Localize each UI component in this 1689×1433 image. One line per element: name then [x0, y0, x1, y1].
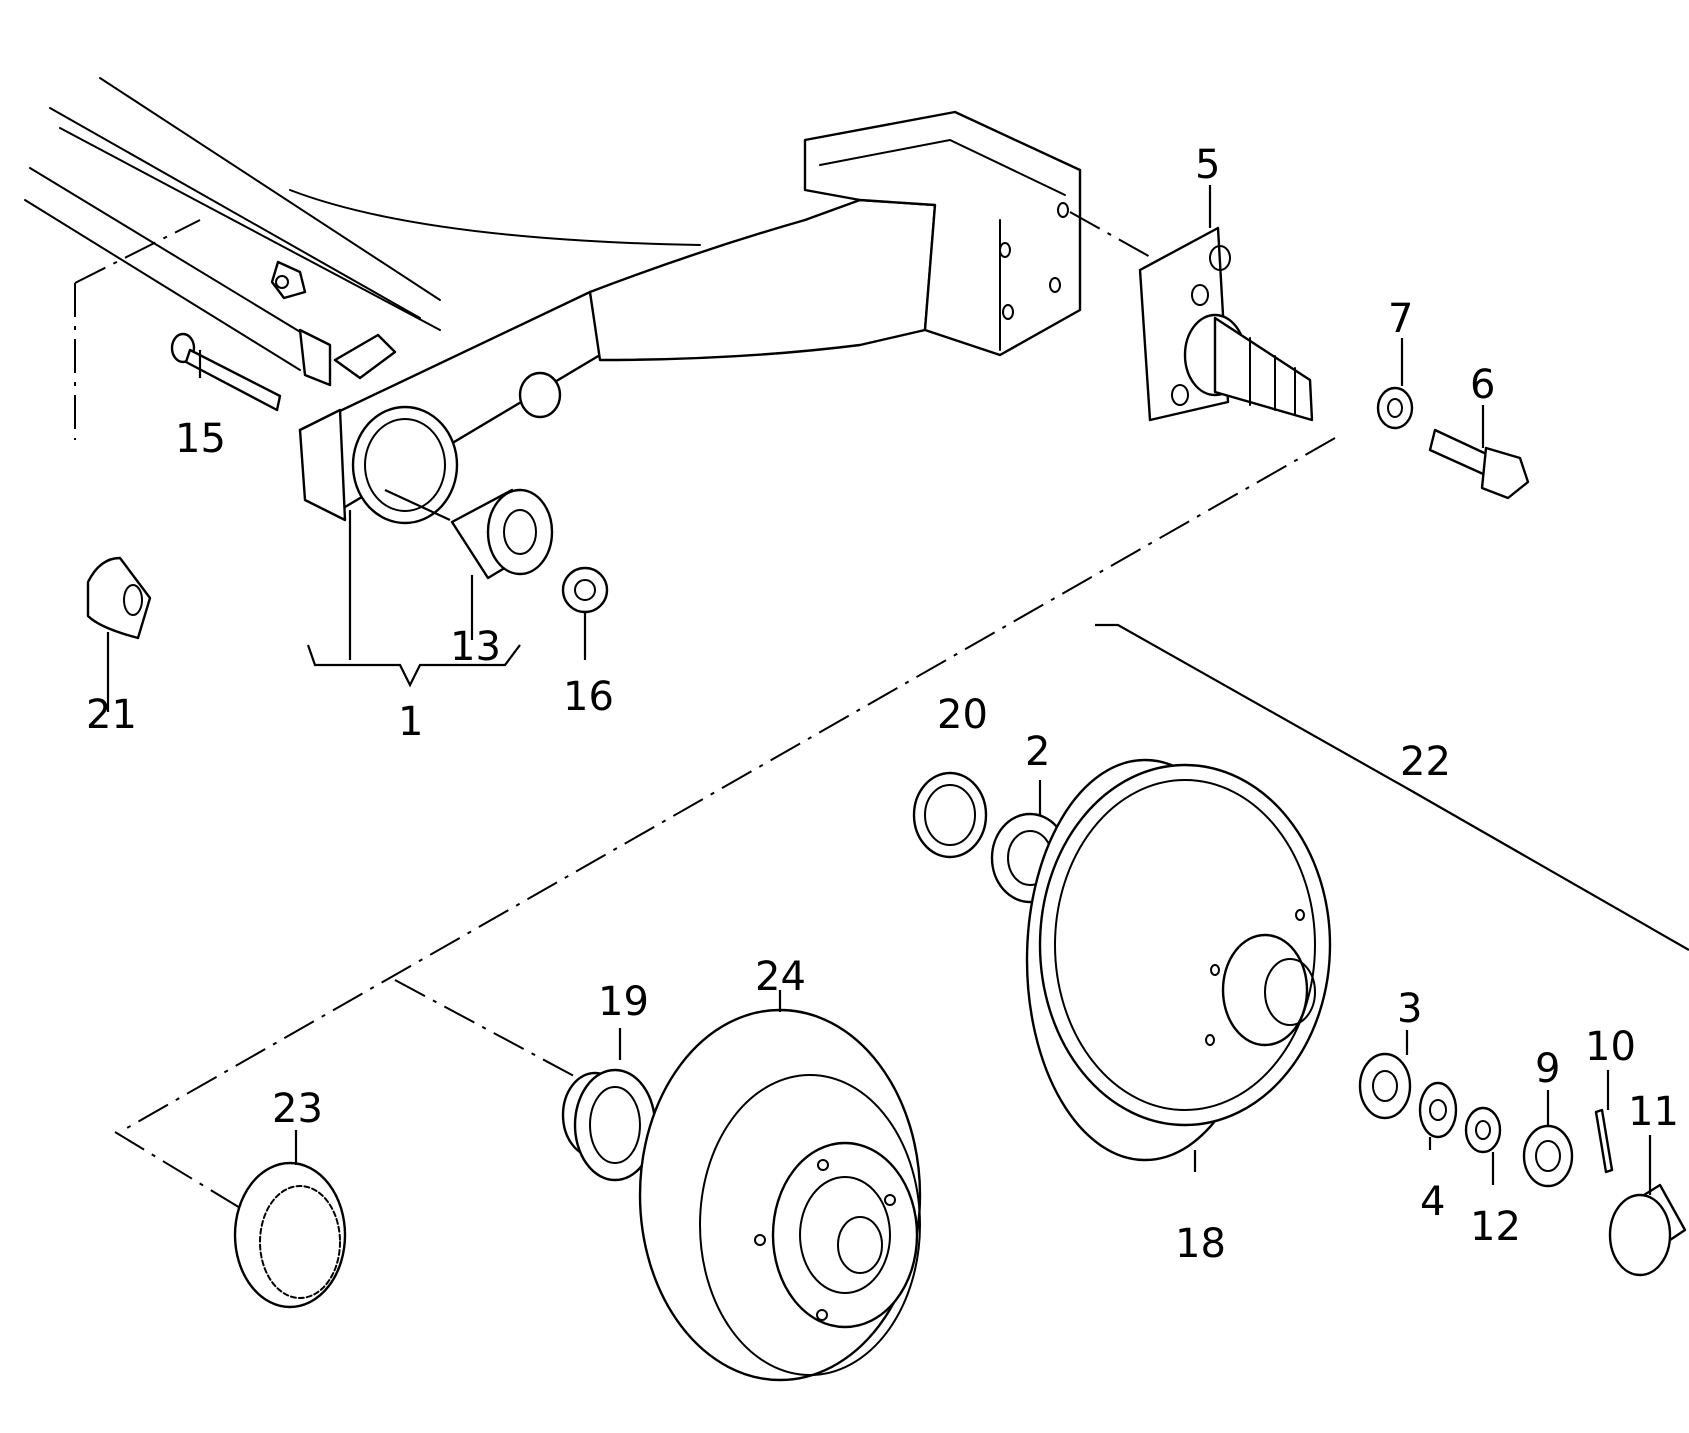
- callout-21: 21: [86, 692, 137, 738]
- callout-3: 3: [1397, 986, 1422, 1032]
- part-15-bolt: [170, 332, 282, 412]
- callout-11: 11: [1628, 1089, 1679, 1135]
- part-4-washer: [1418, 1081, 1458, 1139]
- callout-24: 24: [755, 954, 806, 1000]
- callout-19: 19: [598, 979, 649, 1025]
- callout-13: 13: [450, 624, 501, 670]
- callout-15: 15: [175, 416, 226, 462]
- callout-20: 20: [937, 692, 988, 738]
- callout-9: 9: [1535, 1046, 1560, 1092]
- callout-16: 16: [563, 674, 614, 720]
- callout-5: 5: [1195, 142, 1220, 188]
- part-20-seal: [912, 771, 988, 859]
- part-7-washer: [1376, 386, 1414, 430]
- part-10-cotter-pin: [1594, 1108, 1614, 1174]
- leader-lines: [106, 185, 1689, 1195]
- axis-lines: [74, 211, 1336, 1221]
- callout-labels: 5 7 6 15 21 13 16 1 20 2 22 18 3 4 12 9 …: [86, 142, 1679, 1267]
- part-13-bushing: [384, 488, 554, 580]
- callout-6: 6: [1470, 362, 1495, 408]
- part-23-abs-ring: [233, 1161, 347, 1309]
- callout-12: 12: [1470, 1204, 1521, 1250]
- callout-2: 2: [1025, 729, 1050, 775]
- part-21-bump-stop: [86, 556, 152, 640]
- callout-10: 10: [1585, 1024, 1636, 1070]
- callout-4: 4: [1420, 1179, 1445, 1225]
- callout-18: 18: [1175, 1221, 1226, 1267]
- callout-7: 7: [1388, 296, 1413, 342]
- part-11-grease-cap: [1608, 1183, 1687, 1277]
- part-3-bearing: [1358, 1052, 1412, 1120]
- part-9-nut-lock: [1522, 1124, 1574, 1188]
- part-18-brake-drum: [1025, 758, 1332, 1162]
- callout-23: 23: [272, 1086, 323, 1132]
- part-6-bolt: [1428, 428, 1530, 500]
- part-19-bearing: [561, 1068, 657, 1182]
- part-16-nut: [561, 566, 609, 614]
- axle-beam: [24, 77, 701, 387]
- part-5-stub-axle: [1138, 226, 1314, 422]
- callout-22: 22: [1400, 739, 1451, 785]
- trailing-arm: [298, 110, 1082, 525]
- callout-1: 1: [398, 699, 423, 745]
- part-24-brake-disc: [638, 1008, 922, 1382]
- part-12-nut: [1464, 1106, 1502, 1154]
